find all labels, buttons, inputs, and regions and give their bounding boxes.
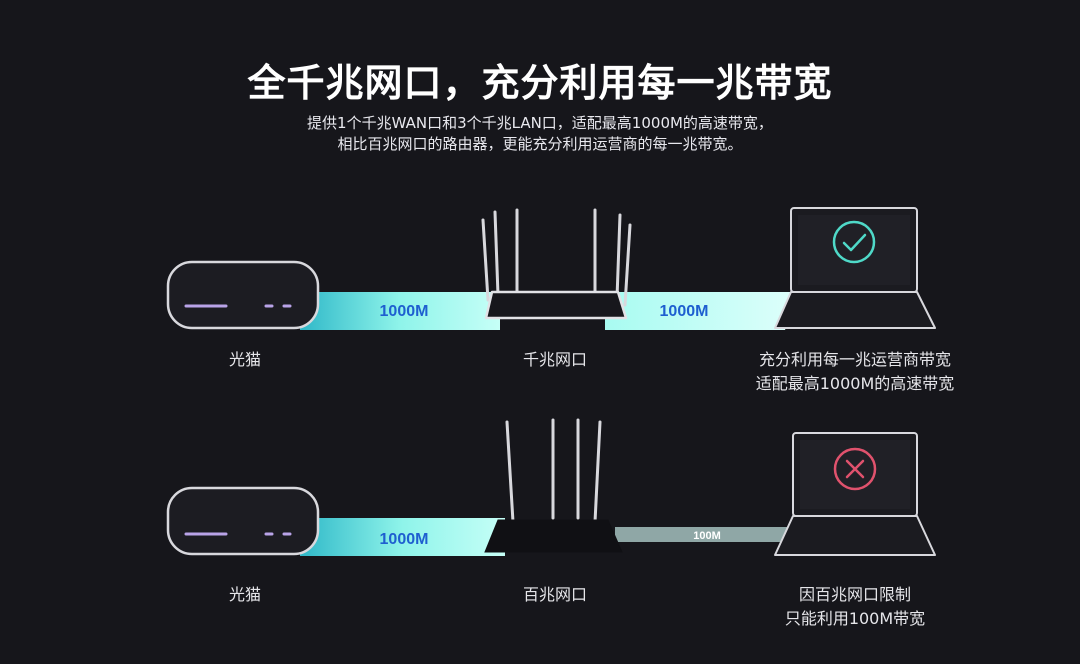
result-line-1a: 充分利用每一兆运营商带宽	[758, 350, 951, 369]
subtitle-line-1: 提供1个千兆WAN口和3个千兆LAN口，适配最高1000M的高速带宽，	[307, 114, 773, 132]
page-title: 全千兆网口，充分利用每一兆带宽	[247, 61, 833, 105]
page-subtitle: 提供1个千兆WAN口和3个千兆LAN口，适配最高1000M的高速带宽， 相比百兆…	[0, 113, 1080, 155]
result-line-2a: 因百兆网口限制	[798, 585, 911, 604]
result-line-2b: 只能利用100M带宽	[784, 609, 926, 628]
link-speed-1b: 1000M	[660, 303, 709, 320]
laptop-check-icon	[774, 207, 936, 329]
x-circle-icon	[833, 447, 877, 491]
modem-icon	[166, 260, 320, 330]
beam-modem-router-2	[300, 518, 505, 556]
limited-link	[615, 527, 790, 542]
gigabit-router-icon	[481, 208, 632, 320]
subtitle-line-2: 相比百兆网口的路由器，更能充分利用运营商的每一兆带宽。	[337, 135, 743, 153]
modem-icon-2	[166, 486, 320, 556]
check-circle-icon	[832, 220, 876, 264]
modem-label-1: 光猫	[228, 350, 261, 369]
result-line-1b: 适配最高1000M的高速带宽	[755, 374, 955, 393]
laptop-cross-icon	[774, 432, 936, 556]
fast-router-icon	[484, 418, 623, 553]
row-fast: 1000M 100M	[166, 418, 936, 556]
beam-modem-router-1	[300, 292, 500, 330]
link-speed-2b: 100M	[693, 530, 721, 542]
link-speed-2a: 1000M	[380, 531, 429, 548]
row-gigabit: 1000M 1000M	[166, 207, 936, 330]
link-speed-1a: 1000M	[380, 303, 429, 320]
result-label-1: 充分利用每一兆运营商带宽 适配最高1000M的高速带宽	[730, 348, 980, 396]
modem-label-2: 光猫	[228, 585, 261, 604]
result-label-2: 因百兆网口限制 只能利用100M带宽	[750, 583, 960, 631]
beam-router-laptop-1	[605, 292, 800, 330]
router-label-2: 百兆网口	[522, 585, 587, 604]
router-label-1: 千兆网口	[522, 350, 587, 369]
